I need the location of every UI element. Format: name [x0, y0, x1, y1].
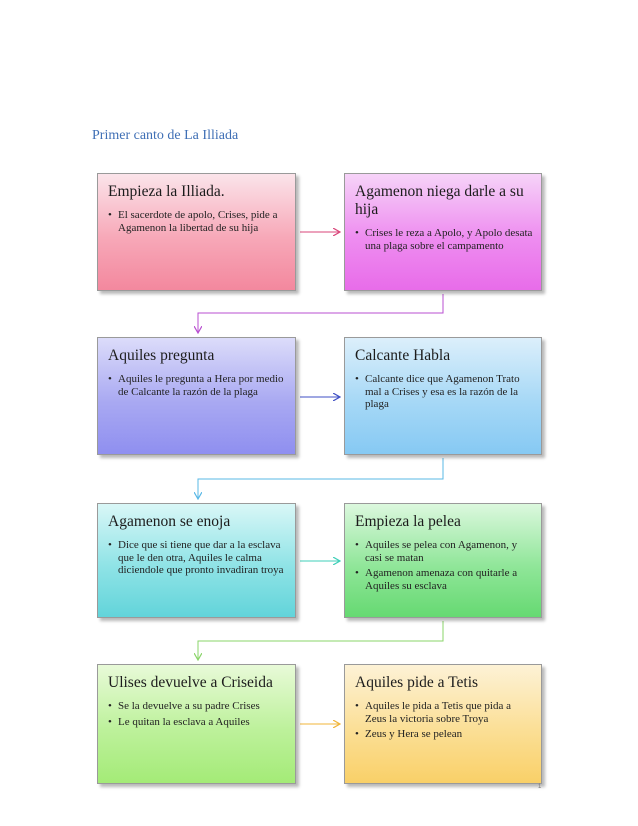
box-bullets: Calcante dice que Agamenon Trato mal a C…	[355, 373, 533, 411]
box-heading: Ulises devuelve a Criseida	[108, 674, 273, 691]
bullet-item: El sacerdote de apolo, Crises, pide a Ag…	[108, 209, 287, 234]
box-heading: Calcante Habla	[355, 347, 451, 364]
elbow-2-to-3	[198, 294, 444, 333]
elbow-6-to-7	[198, 621, 444, 660]
box-heading: Empieza la Illiada.	[108, 183, 225, 200]
bullet-item: Se la devuelve a su padre Crises	[108, 700, 287, 713]
flow-box-aquiles-pregunta: Aquiles pregunta Aquiles le pregunta a H…	[97, 337, 296, 455]
box-bullets: Aquiles le pida a Tetis que pida a Zeus …	[355, 700, 533, 741]
bullet-item: Aquiles se pelea con Agamenon, y casi se…	[355, 539, 533, 564]
box-heading: Agamenon se enoja	[108, 513, 231, 530]
bullet-item: Zeus y Hera se pelean	[355, 728, 533, 741]
elbow-4-to-5	[198, 458, 444, 499]
flow-box-empieza-iliada: Empieza la Illiada. El sacerdote de apol…	[97, 173, 296, 291]
box-bullets: Dice que si tiene que dar a la esclava q…	[108, 539, 287, 577]
flow-box-aquiles-pide-tetis: Aquiles pide a Tetis Aquiles le pida a T…	[344, 664, 542, 784]
box-bullets: Crises le reza a Apolo, y Apolo desata u…	[355, 227, 533, 252]
bullet-item: Crises le reza a Apolo, y Apolo desata u…	[355, 227, 533, 252]
box-heading: Empieza la pelea	[355, 513, 461, 530]
flow-box-agamenon-se-enoja: Agamenon se enoja Dice que si tiene que …	[97, 503, 296, 618]
bullet-item: Aquiles le pregunta a Hera por medio de …	[108, 373, 287, 398]
page-number: 1	[538, 784, 542, 790]
bullet-item: Aquiles le pida a Tetis que pida a Zeus …	[355, 700, 533, 725]
bullet-item: Calcante dice que Agamenon Trato mal a C…	[355, 373, 533, 411]
page-title: Primer canto de La Illiada	[92, 128, 239, 143]
bullet-item: Le quitan la esclava a Aquiles	[108, 716, 287, 729]
box-bullets: Aquiles se pelea con Agamenon, y casi se…	[355, 539, 533, 592]
flow-box-agamenon-niega: Agamenon niega darle a su hija Crises le…	[344, 173, 542, 291]
box-bullets: Se la devuelve a su padre Crises Le quit…	[108, 700, 287, 728]
box-bullets: El sacerdote de apolo, Crises, pide a Ag…	[108, 209, 287, 234]
flow-box-empieza-pelea: Empieza la pelea Aquiles se pelea con Ag…	[344, 503, 542, 618]
flow-box-ulises-devuelve: Ulises devuelve a Criseida Se la devuelv…	[97, 664, 296, 784]
box-bullets: Aquiles le pregunta a Hera por medio de …	[108, 373, 287, 398]
flow-box-calcante-habla: Calcante Habla Calcante dice que Agameno…	[344, 337, 542, 455]
box-heading: Agamenon niega darle a su hija	[355, 183, 524, 218]
bullet-item: Agamenon amenaza con quitarle a Aquiles …	[355, 567, 533, 592]
box-heading: Aquiles pide a Tetis	[355, 674, 479, 691]
box-heading: Aquiles pregunta	[108, 347, 215, 364]
bullet-item: Dice que si tiene que dar a la esclava q…	[108, 539, 287, 577]
